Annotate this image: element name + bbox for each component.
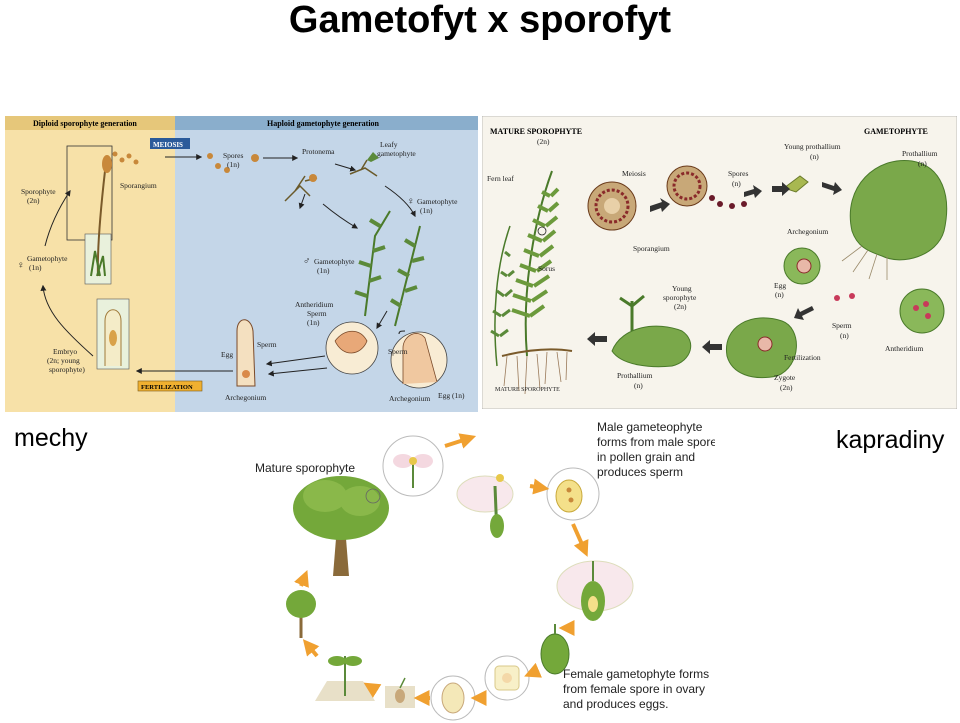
- fern-sporangium-label: Sporangium: [633, 244, 670, 253]
- male-caption-line-4: produces sperm: [597, 465, 683, 479]
- female-caption-line-3: and produces eggs.: [563, 697, 668, 711]
- fern-meiosis-label: Meiosis: [622, 169, 646, 178]
- fern-frond-leaflets: [511, 187, 560, 318]
- haploid-header-bar: [175, 116, 478, 130]
- female-caption-line-2: from female spore in ovary: [563, 682, 705, 696]
- female-gametophyte-left-ploidy: (1n): [29, 263, 42, 272]
- meiosis-label: MEIOSIS: [153, 141, 183, 149]
- fern-sperm-ploidy: (n): [840, 331, 849, 340]
- fern-egg-ploidy: (n): [775, 290, 784, 299]
- meiosis-badge: [150, 138, 190, 149]
- fertilization-badge: [137, 380, 203, 392]
- sperm-label: Sperm: [307, 309, 327, 318]
- embryo-line2: (2n; young: [47, 356, 80, 365]
- female-gametophyte-caption: Female gametophyte forms from female spo…: [563, 667, 709, 711]
- egg-label: Egg: [221, 350, 233, 359]
- zygote-ploidy: (2n): [780, 383, 793, 392]
- male-symbol-icon: ♂: [303, 256, 311, 267]
- caption-ferns: kapradiny: [836, 426, 945, 454]
- sporophyte-ploidy: (2n): [27, 196, 40, 205]
- fern-antheridium-label: Antheridium: [885, 344, 923, 353]
- archegonium-label: Archegonium: [225, 393, 266, 402]
- embryo-label: Embryo: [53, 347, 77, 356]
- fern-fertilization-label: Fertilization: [784, 353, 821, 362]
- fern-mature-sporophyte-label: MATURE SPOROPHYTE: [490, 127, 582, 136]
- sperm-left-label: Sperm: [257, 340, 277, 349]
- prothallium-label: Prothallium: [902, 149, 938, 158]
- fertilization-label: FERTILIZATION: [141, 384, 193, 391]
- prothallium-bottom-label: Prothallium: [617, 371, 653, 380]
- leafy-label: Leafy: [380, 140, 398, 149]
- moss-leaves: [90, 250, 106, 277]
- sporangium-label: Sporangium: [120, 181, 157, 190]
- female-gametophyte-label: Gametophyte: [417, 197, 458, 206]
- archegonium-right-label: Archegonium: [389, 394, 430, 403]
- fern-spores-ploidy: (n): [732, 179, 741, 188]
- fern-life-cycle-diagram: MATURE SPOROPHYTE (2n) GAMETOPHYTE Fern …: [482, 116, 957, 409]
- embryo-line3: sporophyte): [49, 365, 85, 374]
- diploid-header: Diploid sporophyte generation: [33, 119, 137, 128]
- young-prothallium-label: Young prothallium: [784, 142, 841, 151]
- fern-leaf-label: Fern leaf: [487, 174, 514, 183]
- sperm-small-label: Sperm: [388, 347, 408, 356]
- fern-mature-caption: MATURE SPOROPHYTE: [495, 387, 560, 393]
- male-gametophyte-plant: [364, 210, 391, 317]
- leafy-label-2: gametophyte: [377, 149, 416, 158]
- female-gametophyte-ploidy: (1n): [420, 206, 433, 215]
- diploid-header-bar: [5, 116, 175, 130]
- fern-egg-label: Egg: [774, 281, 786, 290]
- egg-right-label: Egg (1n): [438, 391, 465, 400]
- male-caption-line-1: Male gameteophyte: [597, 420, 703, 434]
- young-sporophyte-label: Young: [672, 284, 692, 293]
- male-caption-line-2: forms from male spore: [597, 435, 715, 449]
- sporophyte-label: Sporophyte: [21, 187, 56, 196]
- slide-title: Gametofyt x sporofyt: [288, 0, 672, 41]
- flowering-plant-life-cycle-diagram: Mature sporophyte Male gameteophyte form…: [245, 416, 715, 723]
- archegonium-drawing: [236, 319, 256, 387]
- caption-mosses: mechy: [14, 424, 88, 452]
- fern-mature-ploidy: (2n): [537, 137, 550, 146]
- sorus-label: Sorus: [538, 264, 555, 273]
- male-gametophyte-caption: Male gameteophyte forms from male spore …: [597, 420, 715, 479]
- fern-frond-stem: [524, 170, 553, 357]
- ovary-drawing: [540, 633, 570, 675]
- male-gametophyte-label: Gametophyte: [314, 257, 355, 266]
- fern-archegonium-label: Archegonium: [787, 227, 828, 236]
- fern-spores-label: Spores: [728, 169, 748, 178]
- prothallium-bottom-ploidy: (n): [634, 381, 643, 390]
- spores-ploidy: (1n): [227, 160, 240, 169]
- young-sporophyte-ploidy: (2n): [674, 302, 687, 311]
- sperm-ploidy: (1n): [307, 318, 320, 327]
- antheridium-label: Antheridium: [295, 300, 333, 309]
- protonema-label: Protonema: [302, 147, 335, 156]
- haploid-header: Haploid gametophyte generation: [267, 119, 380, 128]
- prothallium-ploidy: (n): [918, 159, 927, 168]
- female-symbol-icon: ♀: [17, 260, 25, 271]
- female-caption-line-1: Female gametophyte forms: [563, 667, 709, 681]
- moss-life-cycle-diagram: Diploid sporophyte generation Haploid ga…: [5, 116, 478, 412]
- mature-sporophyte-label: Mature sporophyte: [255, 461, 355, 475]
- female-symbol-icon: ♀: [407, 196, 415, 207]
- young-prothallium-ploidy: (n): [810, 152, 819, 161]
- fern-sperm-label: Sperm: [832, 321, 852, 330]
- male-gametophyte-ploidy: (1n): [317, 266, 330, 275]
- male-caption-line-3: in pollen grain and: [597, 450, 695, 464]
- zygote-label: Zygote: [774, 373, 796, 382]
- sporangium-capsule: [102, 155, 112, 173]
- fern-cycle-arrows: [587, 182, 842, 354]
- flower-cycle-arrows: [294, 433, 589, 706]
- fern-gametophyte-label: GAMETOPHYTE: [864, 127, 928, 136]
- spores-label: Spores: [223, 151, 243, 160]
- female-gametophyte-left-label: Gametophyte: [27, 254, 68, 263]
- young-sporophyte-label-2: sporophyte: [663, 293, 697, 302]
